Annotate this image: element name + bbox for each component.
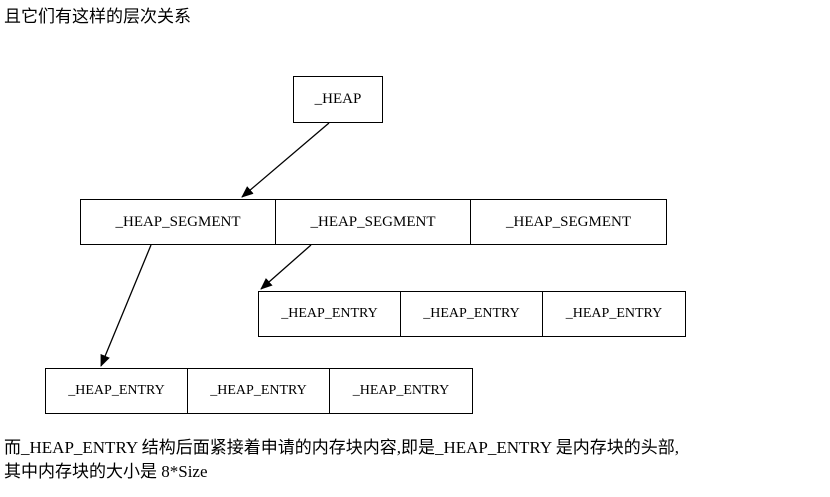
- heap-entry-box: _HEAP_ENTRY: [188, 368, 330, 414]
- heap-segment-box: _HEAP_SEGMENT: [80, 199, 276, 245]
- heap-entry-row-upper: _HEAP_ENTRY _HEAP_ENTRY _HEAP_ENTRY: [258, 291, 686, 337]
- heap-segment-box: _HEAP_SEGMENT: [276, 199, 471, 245]
- explanation-text: 而_HEAP_ENTRY 结构后面紧接着申请的内存块内容,即是_HEAP_ENT…: [4, 436, 828, 484]
- arrow-segment-to-lower-entry: [100, 244, 152, 367]
- explanation-line-2: 其中内存块的大小是 8*Size: [4, 462, 208, 481]
- heap-entry-row-lower: _HEAP_ENTRY _HEAP_ENTRY _HEAP_ENTRY: [45, 368, 473, 414]
- arrow-segment-to-upper-entry: [260, 244, 312, 290]
- heap-entry-box: _HEAP_ENTRY: [258, 291, 401, 337]
- explanation-line-1: 而_HEAP_ENTRY 结构后面紧接着申请的内存块内容,即是_HEAP_ENT…: [4, 438, 679, 457]
- heap-segment-row: _HEAP_SEGMENT _HEAP_SEGMENT _HEAP_SEGMEN…: [80, 199, 667, 245]
- heap-entry-box: _HEAP_ENTRY: [543, 291, 686, 337]
- heap-box: _HEAP: [293, 76, 383, 123]
- heap-entry-box: _HEAP_ENTRY: [401, 291, 543, 337]
- heap-segment-box: _HEAP_SEGMENT: [471, 199, 667, 245]
- intro-text: 且它们有这样的层次关系: [4, 7, 191, 26]
- arrow-heap-to-segment: [241, 122, 330, 198]
- heap-entry-box: _HEAP_ENTRY: [45, 368, 188, 414]
- heap-entry-box: _HEAP_ENTRY: [330, 368, 473, 414]
